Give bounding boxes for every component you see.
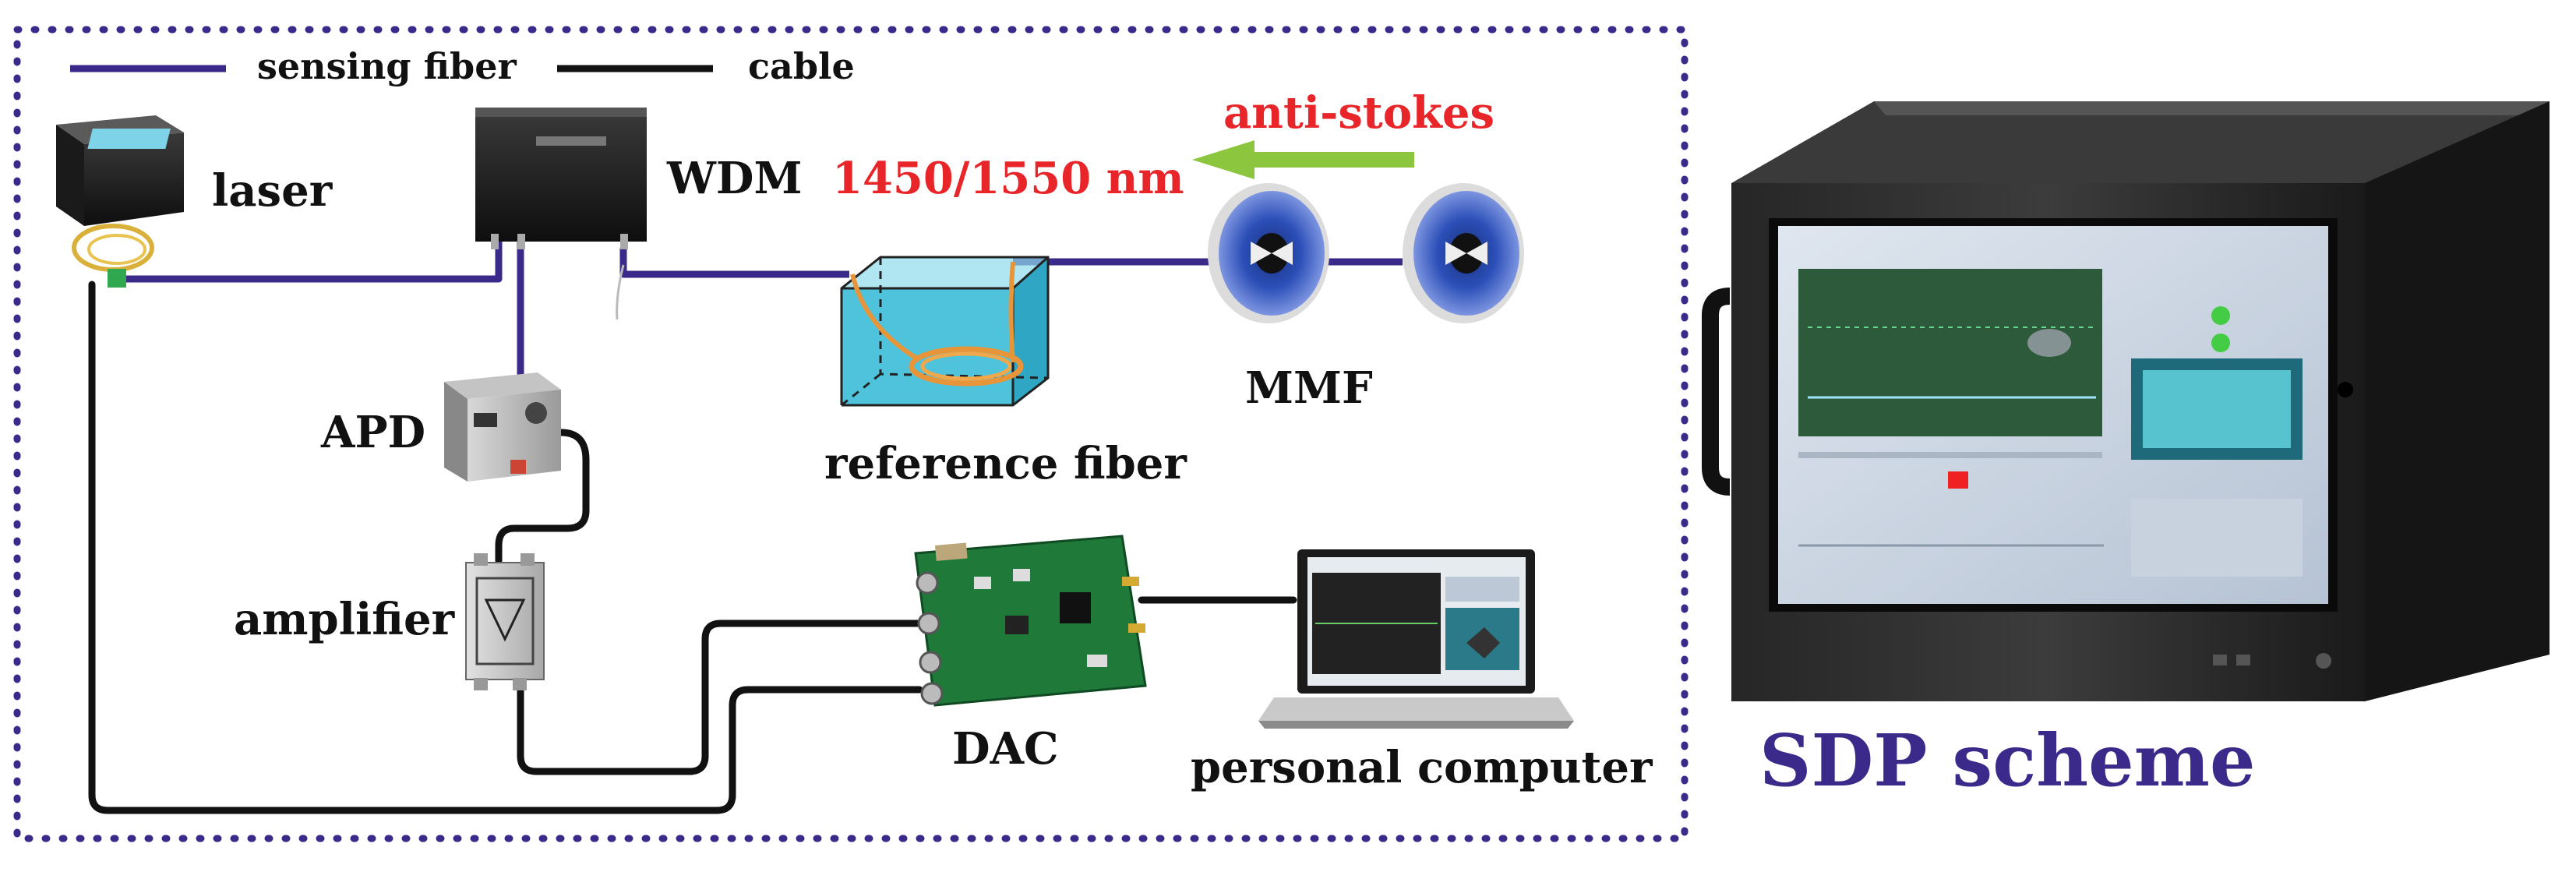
dotted-border (13, 26, 1689, 842)
label-wavelength: 1450/1550 nm (832, 153, 1184, 204)
cables (88, 281, 1297, 814)
legend-sensing-fiber-label: sensing fiber (257, 45, 517, 87)
label-mmf: MMF (1245, 362, 1373, 414)
label-apd: APD (321, 407, 426, 458)
laser-icon (56, 115, 184, 288)
label-wdm: WDM (667, 153, 803, 204)
label-dac: DAC (952, 723, 1059, 775)
rack-monitor-icon (1702, 101, 2550, 701)
dac-board-icon (914, 535, 1147, 707)
label-anti-stokes: anti-stokes (1223, 87, 1495, 139)
laptop-icon (1258, 549, 1574, 729)
fiber-spool-icon (1208, 183, 1524, 323)
label-personal-computer: personal computer (1191, 742, 1653, 793)
caption: SDP scheme (1759, 718, 2256, 803)
legend-cable-label: cable (748, 45, 855, 87)
water-tank-icon (840, 256, 1050, 407)
label-laser: laser (212, 165, 333, 217)
label-reference-fiber: reference fiber (824, 438, 1187, 489)
apd-icon (444, 372, 561, 482)
arrow-left-icon (1192, 140, 1414, 179)
wdm-icon (475, 108, 647, 320)
amplifier-icon (465, 553, 545, 690)
label-amplifier: amplifier (234, 594, 455, 645)
